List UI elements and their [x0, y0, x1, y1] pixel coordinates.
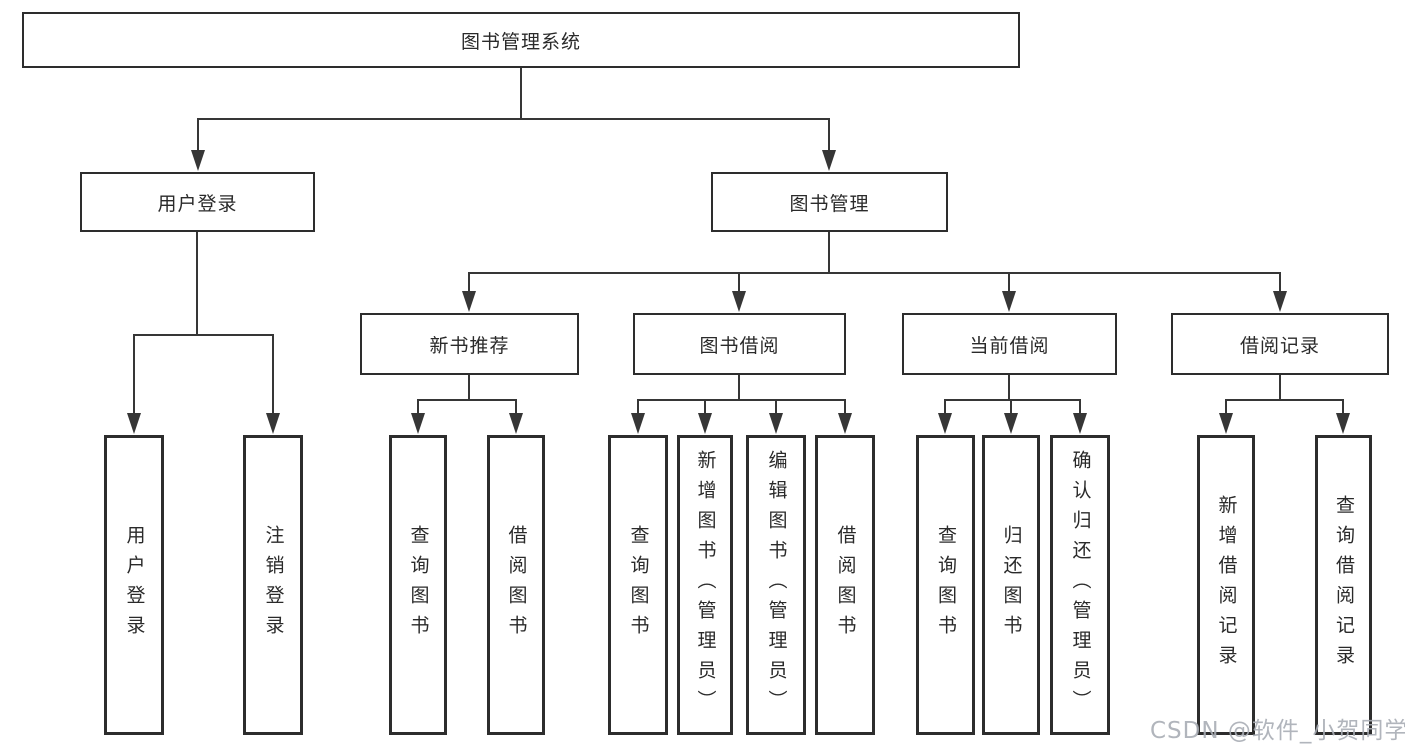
- connector-line: [944, 399, 946, 414]
- arrowhead-down-icon: [838, 413, 852, 434]
- connector-line: [775, 399, 777, 414]
- connector-line: [133, 334, 135, 414]
- leaf-add-books-admin-label: 新增图书（管理员）: [694, 450, 717, 720]
- arrowhead-down-icon: [1073, 413, 1087, 434]
- connector-line: [828, 118, 830, 151]
- leaf-query-books-borrowing-label: 查询图书: [627, 525, 650, 645]
- connector-line: [272, 334, 274, 414]
- leaf-edit-books-admin-label: 编辑图书（管理员）: [765, 450, 788, 720]
- leaf-return-books: 归还图书: [982, 435, 1040, 735]
- leaf-return-books-label: 归还图书: [1000, 525, 1023, 645]
- arrowhead-down-icon: [1002, 291, 1016, 312]
- node-current-borrowing: 当前借阅: [902, 313, 1117, 375]
- arrowhead-down-icon: [822, 150, 836, 171]
- node-new-book-recommend: 新书推荐: [360, 313, 579, 375]
- leaf-edit-books-admin: 编辑图书（管理员）: [746, 435, 806, 735]
- arrowhead-down-icon: [411, 413, 425, 434]
- connector-line: [520, 68, 522, 118]
- connector-line: [828, 232, 830, 274]
- arrowhead-down-icon: [1219, 413, 1233, 434]
- connector-line: [468, 272, 1281, 274]
- node-user-login-label: 用户登录: [157, 192, 238, 215]
- node-current-borrowing-label: 当前借阅: [969, 334, 1050, 357]
- arrowhead-down-icon: [1273, 291, 1287, 312]
- leaf-logout: 注销登录: [243, 435, 303, 735]
- leaf-query-books-current: 查询图书: [916, 435, 975, 735]
- connector-line: [738, 375, 740, 401]
- csdn-watermark: CSDN @软件_小贺同学: [1150, 718, 1405, 744]
- leaf-confirm-return-admin-label: 确认归还（管理员）: [1069, 450, 1092, 720]
- connector-line: [1225, 399, 1227, 414]
- leaf-query-books-borrowing: 查询图书: [608, 435, 668, 735]
- leaf-query-borrow-record-label: 查询借阅记录: [1333, 495, 1355, 675]
- leaf-logout-label: 注销登录: [262, 525, 285, 645]
- arrowhead-down-icon: [938, 413, 952, 434]
- node-book-borrowing-label: 图书借阅: [699, 334, 780, 357]
- leaf-query-books-recommend: 查询图书: [389, 435, 447, 735]
- connector-line: [1010, 399, 1012, 414]
- node-borrow-records: 借阅记录: [1171, 313, 1389, 375]
- arrowhead-down-icon: [631, 413, 645, 434]
- arrowhead-down-icon: [1336, 413, 1350, 434]
- leaf-borrow-books-recommend: 借阅图书: [487, 435, 545, 735]
- connector-line: [468, 375, 470, 401]
- node-book-borrowing: 图书借阅: [633, 313, 846, 375]
- connector-line: [1225, 399, 1344, 401]
- connector-line: [944, 399, 1081, 401]
- connector-line: [738, 272, 740, 292]
- connector-line: [417, 399, 517, 401]
- arrowhead-down-icon: [127, 413, 141, 434]
- arrowhead-down-icon: [266, 413, 280, 434]
- leaf-query-borrow-record: 查询借阅记录: [1315, 435, 1372, 735]
- leaf-borrow-books-recommend-label: 借阅图书: [505, 525, 528, 645]
- connector-line: [133, 334, 274, 336]
- connector-line: [1079, 399, 1081, 414]
- arrowhead-down-icon: [698, 413, 712, 434]
- connector-line: [196, 232, 198, 336]
- connector-line: [197, 118, 199, 151]
- leaf-query-books-recommend-label: 查询图书: [407, 525, 430, 645]
- node-user-login: 用户登录: [80, 172, 315, 232]
- node-new-book-recommend-label: 新书推荐: [429, 334, 510, 357]
- node-book-management-label: 图书管理: [789, 192, 870, 215]
- connector-line: [1279, 272, 1281, 292]
- leaf-add-books-admin: 新增图书（管理员）: [677, 435, 733, 735]
- leaf-borrow-books-borrowing: 借阅图书: [815, 435, 875, 735]
- connector-line: [1008, 375, 1010, 401]
- connector-line: [704, 399, 706, 414]
- arrowhead-down-icon: [191, 150, 205, 171]
- arrowhead-down-icon: [462, 291, 476, 312]
- leaf-query-books-current-label: 查询图书: [935, 525, 957, 645]
- connector-line: [1342, 399, 1344, 414]
- arrowhead-down-icon: [732, 291, 746, 312]
- leaf-borrow-books-borrowing-label: 借阅图书: [834, 525, 857, 645]
- connector-line: [637, 399, 639, 414]
- connector-line: [515, 399, 517, 414]
- connector-line: [1279, 375, 1281, 401]
- arrowhead-down-icon: [1004, 413, 1018, 434]
- leaf-user-login-label: 用户登录: [123, 525, 146, 645]
- leaf-add-borrow-record: 新增借阅记录: [1197, 435, 1255, 735]
- leaf-user-login: 用户登录: [104, 435, 164, 735]
- node-root: 图书管理系统: [22, 12, 1020, 68]
- leaf-confirm-return-admin: 确认归还（管理员）: [1050, 435, 1110, 735]
- node-borrow-records-label: 借阅记录: [1239, 334, 1320, 357]
- connector-line: [468, 272, 470, 292]
- leaf-add-borrow-record-label: 新增借阅记录: [1215, 495, 1238, 675]
- connector-line: [417, 399, 419, 414]
- connector-line: [637, 399, 846, 401]
- connector-line: [844, 399, 846, 414]
- connector-line: [197, 118, 830, 120]
- arrowhead-down-icon: [509, 413, 523, 434]
- arrowhead-down-icon: [769, 413, 783, 434]
- node-root-label: 图书管理系统: [460, 30, 581, 53]
- node-book-management: 图书管理: [711, 172, 948, 232]
- connector-line: [1008, 272, 1010, 292]
